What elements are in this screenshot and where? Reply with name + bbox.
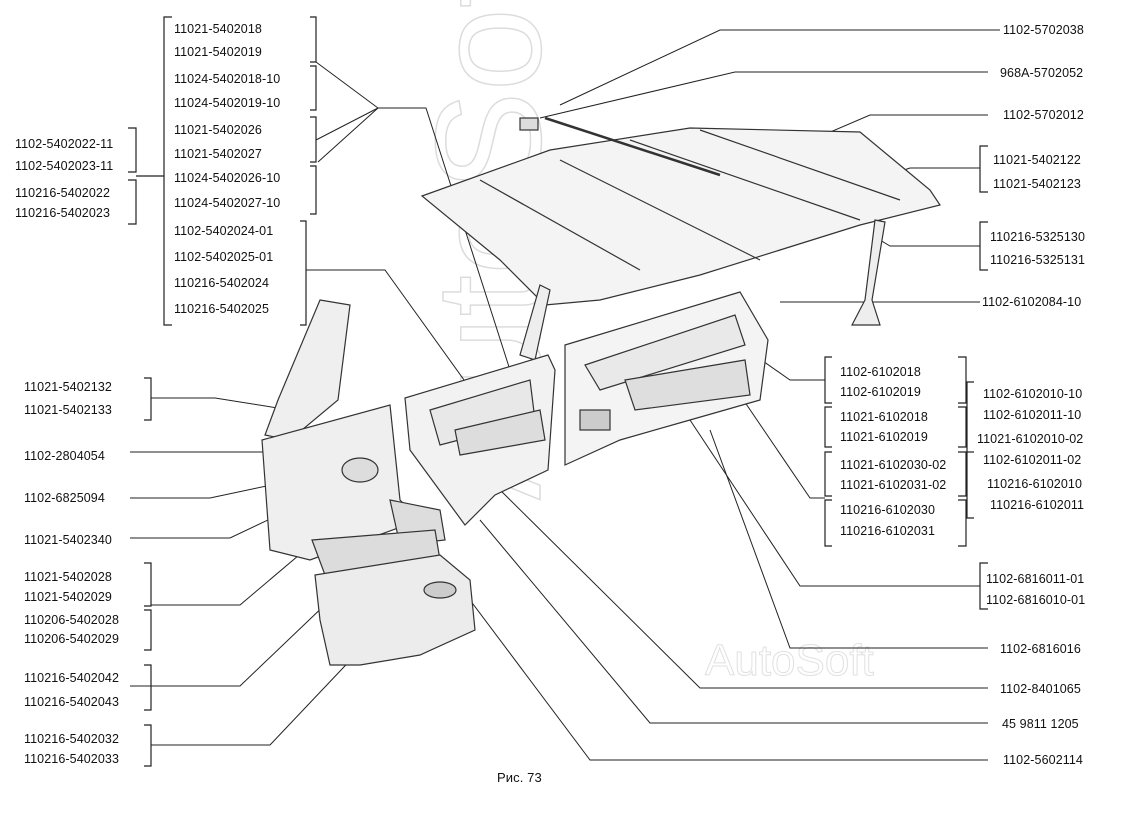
part-number: 110216-5402023 <box>15 206 111 220</box>
part-number: 1102-8401065 <box>1000 682 1081 696</box>
part-number: 1102-5702038 <box>1003 23 1084 37</box>
part-number: 1102-6102011-10 <box>983 408 1082 422</box>
part-number: 11021-6102031-02 <box>840 478 947 492</box>
brackets <box>128 16 988 767</box>
part-number: 110216-5402024 <box>174 276 270 290</box>
rear-door-trim-graphic <box>404 354 556 526</box>
part-number: 45 9811 1205 <box>1002 717 1079 731</box>
part-number: 11021-5402029 <box>24 590 112 604</box>
part-number: 1102-6102011-02 <box>983 453 1082 467</box>
part-number: 11021-5402123 <box>993 177 1081 191</box>
part-number: 110216-6102011 <box>990 498 1085 512</box>
part-number: 1102-6102084-10 <box>982 295 1082 309</box>
part-number: 1102-6825094 <box>24 491 105 505</box>
part-number: 1102-6816011-01 <box>986 572 1085 586</box>
front-door-trim-graphic <box>564 291 769 466</box>
part-number: 11021-5402026 <box>174 123 262 137</box>
part-number: 11021-5402340 <box>24 533 112 547</box>
part-number: 110206-5402028 <box>24 613 120 627</box>
part-number: 110216-6102031 <box>840 524 936 538</box>
part-number: 110216-5325131 <box>990 253 1086 267</box>
part-number: 1102-2804054 <box>24 449 105 463</box>
part-number: 1102-6102019 <box>840 385 921 399</box>
part-number: 11021-6102019 <box>840 430 928 444</box>
part-number: 1102-5402023-11 <box>15 159 114 173</box>
part-number: 1102-5402024-01 <box>174 224 274 238</box>
part-number: 110216-6102030 <box>840 503 936 517</box>
part-number: 11021-5402132 <box>24 380 112 394</box>
part-number: 110216-5402025 <box>174 302 270 316</box>
part-number: 11021-5402019 <box>174 45 262 59</box>
part-number: 1102-5702012 <box>1003 108 1084 122</box>
part-number: 110216-5402032 <box>24 732 120 746</box>
part-number: 968A-5702052 <box>1000 66 1084 80</box>
part-number: 110216-5402033 <box>24 752 120 766</box>
part-number: 1102-6816016 <box>1000 642 1081 656</box>
part-number: 110216-6102010 <box>987 477 1083 491</box>
part-number: 11021-6102010-02 <box>977 432 1084 446</box>
part-number: 11021-6102030-02 <box>840 458 947 472</box>
part-number: 11021-5402122 <box>993 153 1081 167</box>
part-number: 11024-5402026-10 <box>174 171 281 185</box>
part-number: 1102-6102018 <box>840 365 921 379</box>
figure-caption: Рис. 73 <box>497 770 542 785</box>
pillar-graphic <box>519 219 886 361</box>
part-number: 11021-5402133 <box>24 403 112 417</box>
part-number: 11021-5402028 <box>24 570 112 584</box>
part-number: 1102-5602114 <box>1003 753 1083 767</box>
part-number: 1102-5402025-01 <box>174 250 274 264</box>
part-number: 11024-5402027-10 <box>174 196 281 210</box>
part-number: 110206-5402029 <box>24 632 120 646</box>
part-number: 110216-5325130 <box>990 230 1086 244</box>
svg-text:AutoSoft: AutoSoft <box>705 636 874 685</box>
part-number: 11021-6102018 <box>840 410 928 424</box>
part-number: 110216-5402043 <box>24 695 120 709</box>
part-number: 110216-5402042 <box>24 671 120 685</box>
part-number: 110216-5402022 <box>15 186 111 200</box>
part-number: 1102-6102010-10 <box>983 387 1083 401</box>
part-number: 11021-5402027 <box>174 147 262 161</box>
part-number: 1102-5402022-11 <box>15 137 114 151</box>
trunk-trim-graphic <box>311 529 476 666</box>
part-number: 11024-5402018-10 <box>174 72 281 86</box>
part-number: 11024-5402019-10 <box>174 96 281 110</box>
part-number: 1102-6816010-01 <box>986 593 1086 607</box>
part-number: 11021-5402018 <box>174 22 262 36</box>
